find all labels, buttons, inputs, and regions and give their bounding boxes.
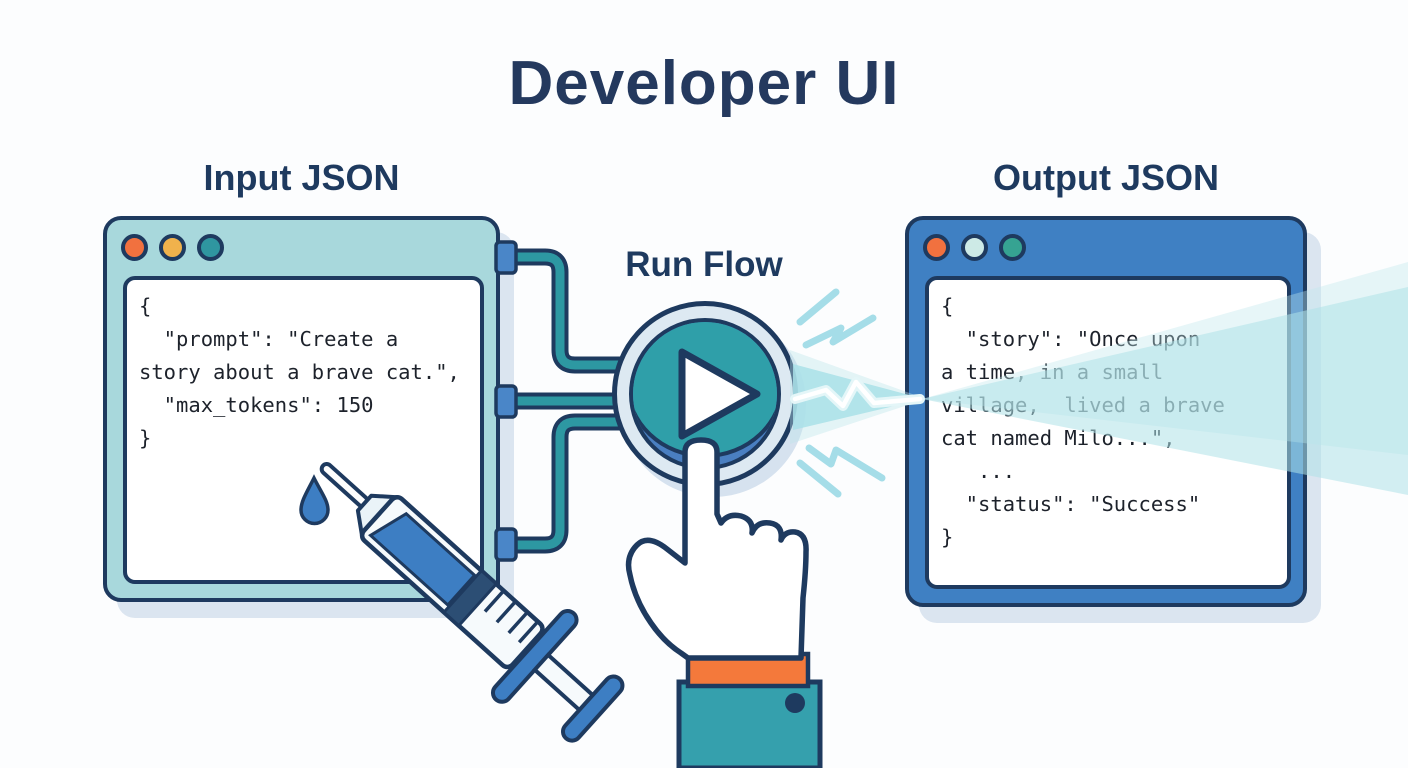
output-json-label: Output JSON (993, 157, 1219, 198)
input-json-window: { "prompt": "Create a story about a brav… (103, 216, 500, 602)
sleeve-button-icon (785, 693, 805, 713)
play-icon (678, 348, 761, 440)
traffic-light-green-icon[interactable] (999, 234, 1026, 261)
hand-cursor-icon (625, 437, 823, 768)
traffic-light-red-icon[interactable] (923, 234, 950, 261)
page-title: Developer UI (508, 49, 900, 118)
input-json-code: { "prompt": "Create a story about a brav… (123, 276, 484, 584)
window-controls (121, 234, 224, 261)
cuff (685, 651, 811, 689)
traffic-light-teal-icon[interactable] (197, 234, 224, 261)
traffic-light-cyan-icon[interactable] (961, 234, 988, 261)
sleeve (676, 679, 823, 768)
traffic-light-amber-icon[interactable] (159, 234, 186, 261)
run-flow-label: Run Flow (625, 245, 783, 284)
output-json-code: { "story": "Once upon a time, in a small… (925, 276, 1291, 589)
lightning-icon (796, 288, 886, 498)
traffic-light-red-icon[interactable] (121, 234, 148, 261)
run-flow-button[interactable] (612, 301, 798, 487)
output-json-window: { "story": "Once upon a time, in a small… (905, 216, 1307, 607)
window-controls (923, 234, 1026, 261)
input-json-label: Input JSON (203, 157, 400, 198)
